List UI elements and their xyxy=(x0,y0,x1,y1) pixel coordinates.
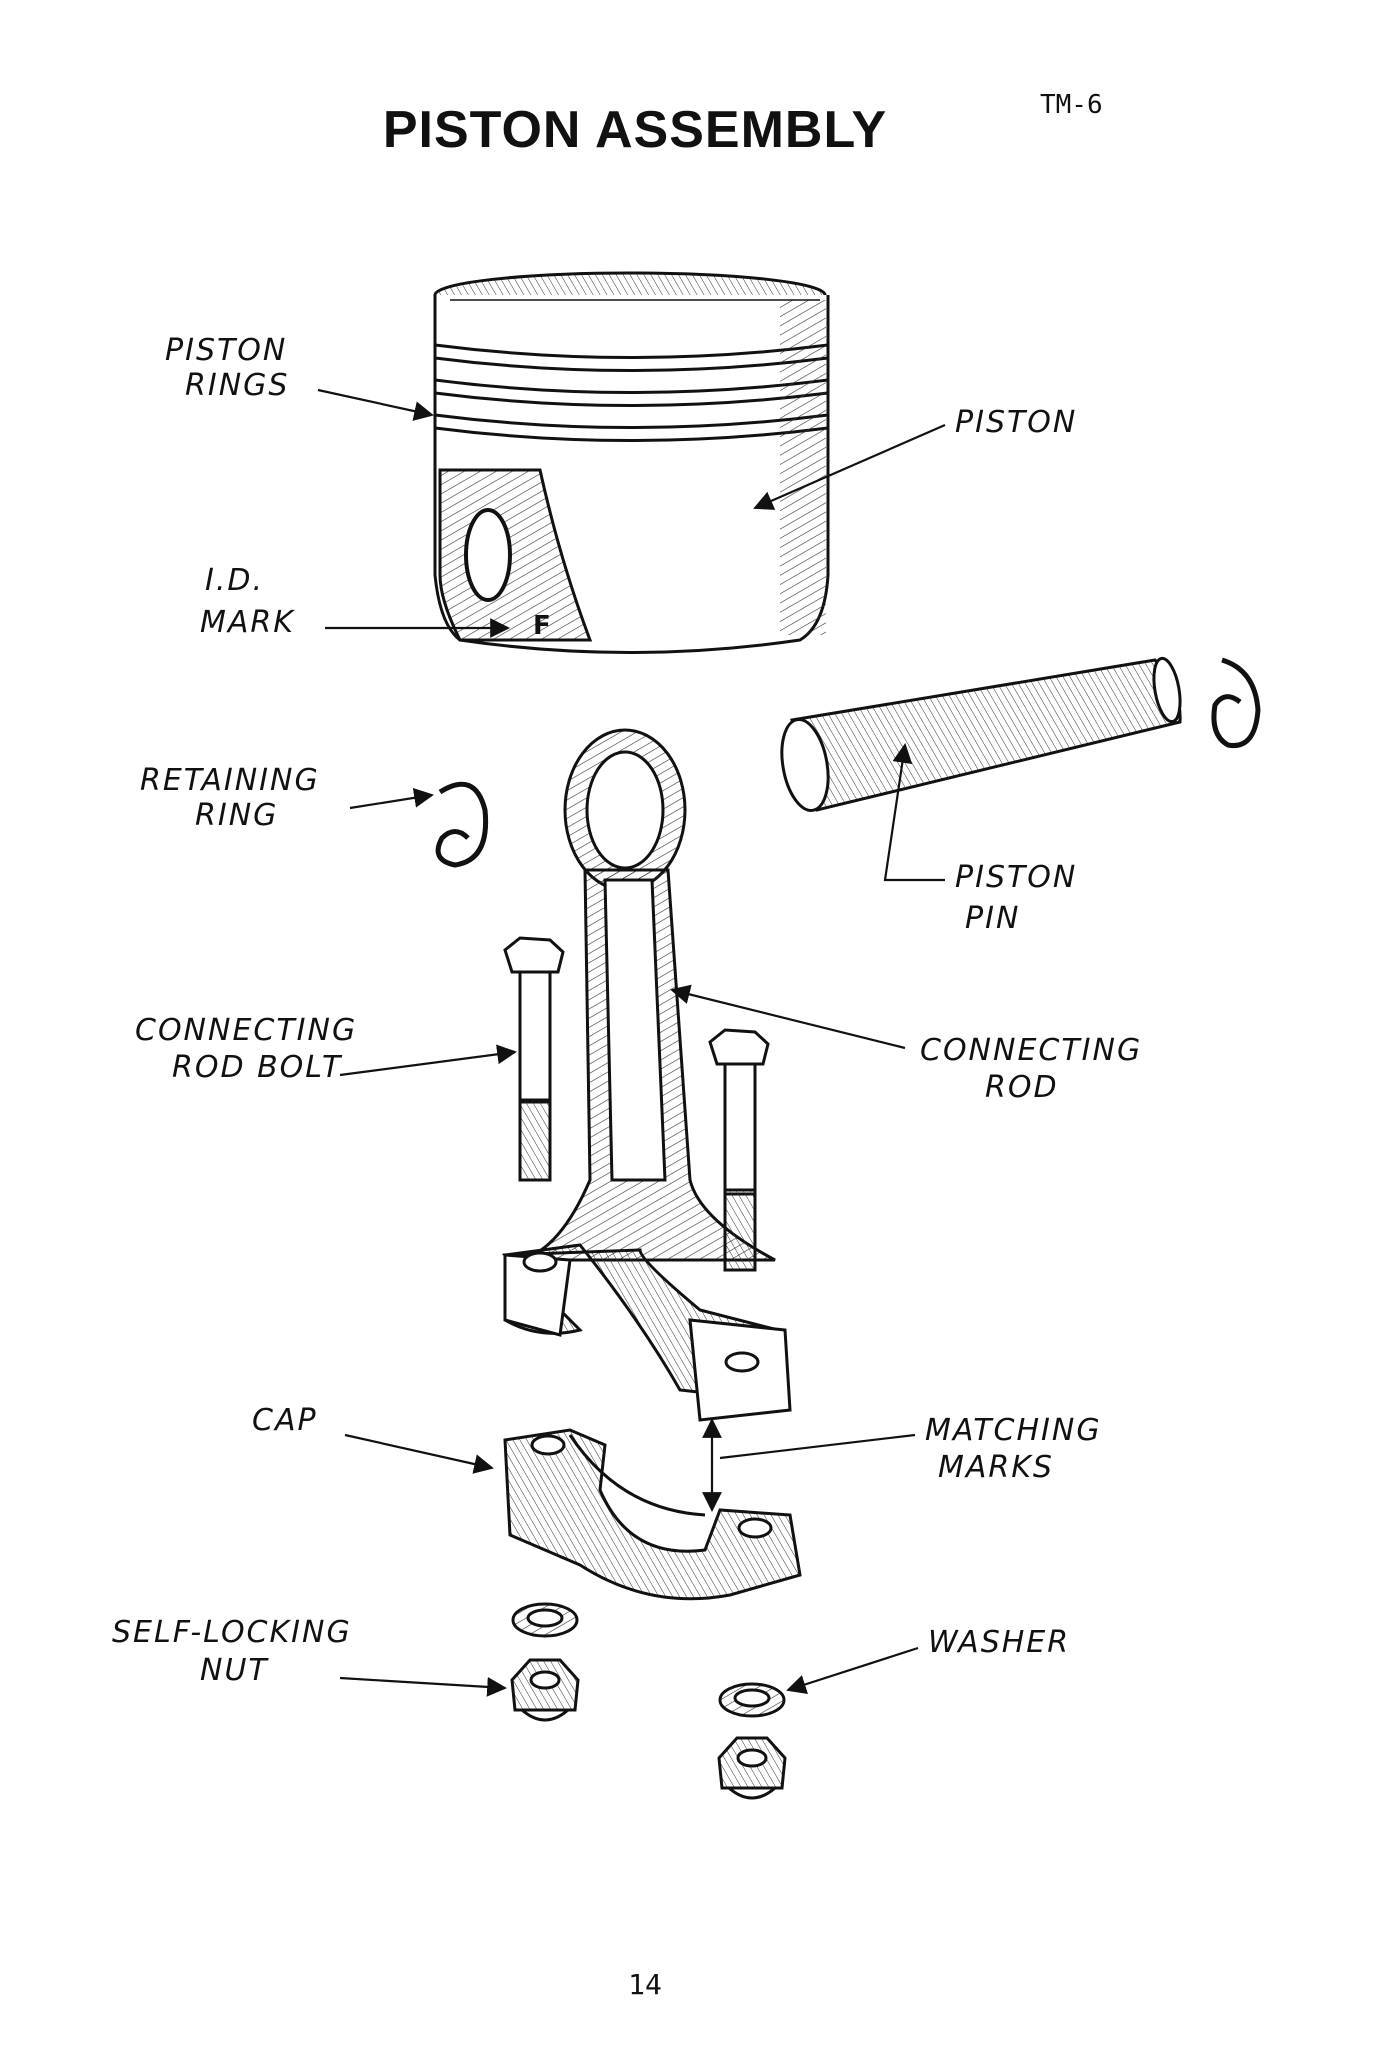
label-id-mark-1: I.D. xyxy=(205,563,264,598)
retaining-ring-drawing xyxy=(435,781,489,868)
label-retaining-ring-2: RING xyxy=(195,798,278,833)
self-locking-nut-left-drawing xyxy=(510,1658,580,1722)
callout-labels: PISTON RINGS PISTON I.D. MARK RETAINING … xyxy=(112,333,1142,1688)
connecting-rod-bolt-left-drawing xyxy=(503,936,565,1182)
washer-right-drawing xyxy=(718,1682,786,1718)
id-mark-letter: F xyxy=(533,611,553,641)
leader-washer xyxy=(786,1646,919,1694)
piston-drawing xyxy=(433,271,830,654)
leader-cap xyxy=(344,1433,494,1474)
piston-pin-drawing xyxy=(780,656,1182,812)
label-piston-rings-1: PISTON xyxy=(165,333,287,368)
leader-connecting-rod-bolt xyxy=(339,1044,517,1077)
label-matching-marks-2: MARKS xyxy=(938,1450,1054,1485)
label-connecting-rod-1: CONNECTING xyxy=(920,1033,1142,1068)
leader-connecting-rod xyxy=(670,984,906,1050)
label-self-locking-nut-1: SELF-LOCKING xyxy=(112,1615,352,1650)
label-cap: CAP xyxy=(252,1403,318,1438)
label-connecting-rod-bolt-1: CONNECTING xyxy=(135,1013,357,1048)
label-connecting-rod-2: ROD xyxy=(985,1070,1059,1105)
page-title: PISTON ASSEMBLY xyxy=(382,101,888,159)
label-piston-pin-2: PIN xyxy=(965,901,1020,936)
leader-lines xyxy=(317,388,946,1697)
label-piston-pin-1: PISTON xyxy=(955,860,1077,895)
label-matching-marks-1: MATCHING xyxy=(925,1413,1102,1448)
label-piston-rings-2: RINGS xyxy=(185,368,289,403)
connecting-rod-bolt-right-drawing xyxy=(708,1028,770,1272)
label-connecting-rod-bolt-2: ROD BOLT xyxy=(172,1050,343,1085)
retaining-ring-right-drawing xyxy=(1211,657,1261,749)
document-code: TM-6 xyxy=(1040,90,1103,120)
leader-piston xyxy=(753,423,946,510)
leader-matching-marks xyxy=(719,1433,916,1460)
self-locking-nut-right-drawing xyxy=(717,1736,787,1800)
label-piston: PISTON xyxy=(955,405,1077,440)
washer-left-drawing xyxy=(511,1602,579,1638)
leader-self-locking-nut xyxy=(339,1676,507,1697)
page-number: 14 xyxy=(628,1968,662,2001)
leader-piston-rings xyxy=(317,388,434,421)
cap-drawing xyxy=(503,1428,802,1601)
label-retaining-ring-1: RETAINING xyxy=(140,763,320,798)
label-self-locking-nut-2: NUT xyxy=(200,1653,269,1688)
leader-retaining-ring xyxy=(349,788,434,810)
label-id-mark-2: MARK xyxy=(200,605,295,640)
label-washer: WASHER xyxy=(928,1625,1070,1660)
connecting-rod-drawing xyxy=(501,728,792,1422)
leader-piston-pin xyxy=(883,743,945,882)
